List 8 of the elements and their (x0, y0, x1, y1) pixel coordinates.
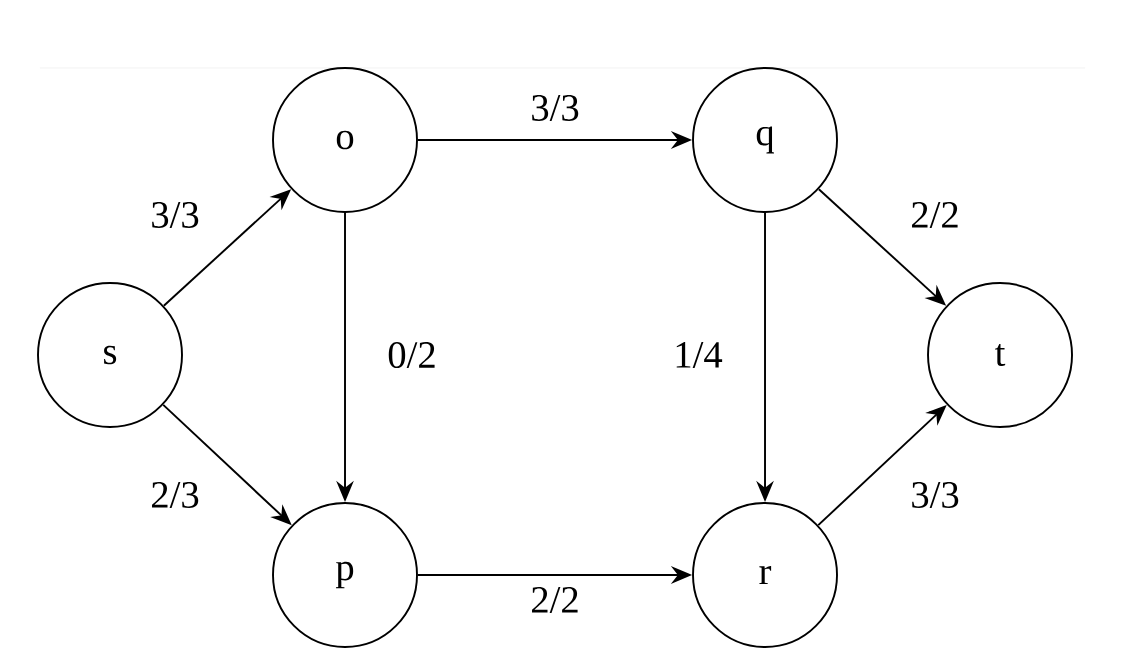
edge-label: 3/3 (532, 95, 579, 121)
edge-label: 2/3 (152, 482, 199, 508)
edge-label: 0/2 (388, 341, 435, 369)
edge-label: 3/3 (912, 482, 959, 508)
edge-label: 2/2 (912, 202, 958, 228)
edge-label: 1/4 (676, 342, 723, 368)
edge-label: 3/3 (152, 202, 199, 228)
edge-label: 2/2 (532, 587, 578, 613)
